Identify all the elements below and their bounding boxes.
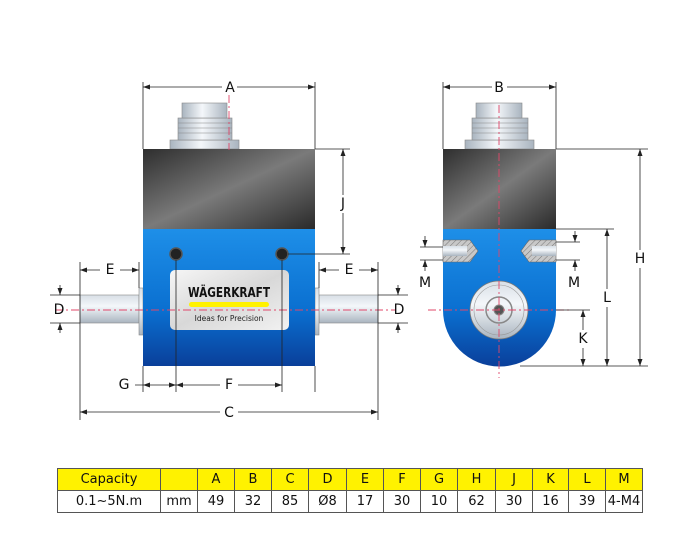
left-flange — [138, 287, 144, 336]
value-cell: mm — [160, 490, 198, 513]
value-cell: 0.1~5N.m — [57, 490, 161, 513]
value-cell: 39 — [568, 490, 606, 513]
spec-table-row: 0.1~5N.m mm 49 32 85 Ø8 17 30 10 62 30 1… — [57, 490, 643, 513]
dim-label-b: B — [494, 80, 504, 96]
value-cell: 16 — [532, 490, 569, 513]
dim-label-f: F — [225, 377, 233, 393]
header-cell: G — [420, 468, 458, 491]
header-cell: K — [532, 468, 569, 491]
right-shaft — [318, 294, 379, 324]
spec-table: Capacity A B C D E F G H J K L M 0.1~5N.… — [57, 468, 643, 513]
side-arrows — [422, 84, 643, 366]
value-cell: 30 — [383, 490, 421, 513]
dim-label-m-left: M — [419, 275, 431, 291]
header-cell: J — [495, 468, 533, 491]
header-cell: D — [308, 468, 347, 491]
dim-label-c: C — [224, 405, 234, 421]
brand-underline — [189, 302, 269, 307]
header-cell: H — [457, 468, 496, 491]
header-cell: C — [271, 468, 309, 491]
dim-label-l: L — [603, 290, 611, 306]
value-cell: 49 — [197, 490, 235, 513]
mount-hole-icon — [275, 247, 289, 261]
connector-thread — [177, 117, 233, 141]
value-cell: 32 — [234, 490, 272, 513]
dim-label-d-right: D — [394, 302, 405, 318]
dim-label-e-left: E — [106, 262, 115, 278]
value-cell: Ø8 — [308, 490, 347, 513]
brand-plate — [170, 270, 289, 330]
header-cell: M — [605, 468, 643, 491]
mount-hole-icon — [169, 247, 183, 261]
header-cell: L — [568, 468, 606, 491]
front-view: WÄGERKRAFT Ideas for Precision — [55, 95, 395, 366]
dim-label-j: J — [340, 196, 345, 212]
value-cell: 85 — [271, 490, 309, 513]
side-view — [428, 102, 570, 378]
sensor-top-housing — [143, 149, 315, 229]
value-cell: 62 — [457, 490, 496, 513]
left-shaft — [79, 294, 140, 324]
header-cell — [160, 468, 198, 491]
value-cell: 30 — [495, 490, 533, 513]
brand-logo: WÄGERKRAFT — [188, 284, 271, 301]
header-cell: F — [383, 468, 421, 491]
dim-label-m-right: M — [568, 275, 580, 291]
brand-tagline: Ideas for Precision — [195, 314, 264, 323]
dimension-arrows — [57, 84, 401, 415]
dim-label-d-left: D — [54, 302, 65, 318]
spec-table-header: Capacity A B C D E F G H J K L M — [57, 468, 643, 491]
dim-label-g: G — [119, 377, 130, 393]
side-top-housing — [443, 149, 556, 229]
header-cell: Capacity — [57, 468, 161, 491]
dim-label-k: K — [578, 331, 588, 347]
value-cell: 10 — [420, 490, 458, 513]
header-cell: A — [197, 468, 235, 491]
right-flange — [314, 287, 320, 336]
dim-label-a: A — [225, 80, 235, 96]
dim-label-h: H — [635, 251, 646, 267]
header-cell: B — [234, 468, 272, 491]
connector-cap — [181, 102, 228, 119]
header-cell: E — [346, 468, 384, 491]
side-dimensions — [420, 82, 648, 367]
value-cell: 4-M4 — [605, 490, 643, 513]
dim-label-e-right: E — [345, 262, 354, 278]
value-cell: 17 — [346, 490, 384, 513]
